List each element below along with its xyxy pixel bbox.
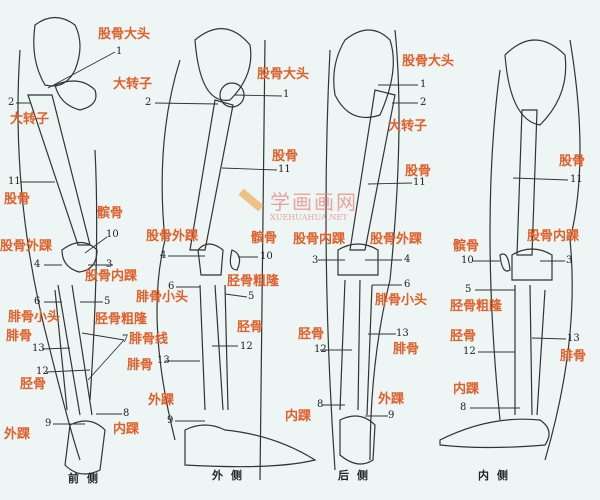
label-fibula: 腓骨 (6, 329, 33, 344)
label-tibia: 胫骨 (450, 329, 477, 344)
number-marker: 9 (45, 418, 52, 429)
number-marker: 13 (567, 333, 580, 344)
label-lateral-condyle: 股骨外踝 (0, 239, 53, 254)
label-fibular-line: 腓骨线 (129, 332, 169, 347)
leader-lines (16, 51, 569, 425)
lateral-view-drawing (156, 28, 317, 481)
number-marker: 1 (283, 89, 290, 100)
label-greater-trochanter: 大转子 (113, 77, 153, 92)
number-marker: 11 (570, 174, 583, 185)
number-marker: 5 (465, 284, 472, 295)
label-tibial-tuberosity: 胫骨粗隆 (450, 299, 503, 314)
number-marker: 8 (317, 399, 324, 410)
label-femur: 股骨 (4, 192, 31, 207)
number-marker: 13 (396, 328, 409, 339)
number-marker: 6 (34, 296, 41, 307)
watermark-subtext: XUEHUAHUA.NET (270, 213, 348, 222)
label-femoral-head: 股骨大头 (98, 27, 151, 42)
caption-posterior: 后侧 (338, 469, 376, 482)
label-tibial-tuberosity: 胫骨粗隆 (95, 312, 148, 327)
number-marker: 4 (404, 254, 411, 265)
number-marker: 5 (104, 296, 111, 307)
label-fibula: 腓骨 (560, 349, 587, 364)
label-medial-malleolus: 内踝 (113, 422, 140, 437)
label-femur: 股骨 (405, 164, 432, 179)
front-view-drawing (17, 16, 106, 475)
posterior-view-drawing (325, 29, 400, 471)
label-fibula: 腓骨 (393, 342, 420, 357)
label-lateral-condyle: 股骨外踝 (146, 229, 199, 244)
pencil-logo-icon (238, 188, 264, 212)
caption-lateral: 外侧 (212, 469, 250, 482)
number-marker: 2 (145, 97, 152, 108)
number-marker: 11 (278, 164, 291, 175)
label-lateral-malleolus: 外踝 (378, 392, 405, 407)
label-lateral-malleolus: 外踝 (148, 393, 175, 408)
number-marker: 12 (240, 341, 253, 352)
number-marker: 10 (106, 229, 119, 240)
number-marker: 3 (312, 255, 319, 266)
number-marker: 6 (404, 279, 411, 290)
number-marker: 12 (463, 346, 476, 357)
label-femur: 股骨 (559, 154, 586, 169)
label-tibia: 胫骨 (20, 377, 47, 392)
number-marker: 4 (160, 250, 167, 261)
number-marker: 11 (8, 176, 21, 187)
label-patella: 髌骨 (453, 239, 480, 254)
label-fibular-head: 腓骨小头 (136, 290, 189, 305)
number-marker: 3 (566, 255, 573, 266)
number-marker: 12 (36, 366, 49, 377)
number-marker: 11 (413, 177, 426, 188)
label-greater-trochanter: 大转子 (10, 112, 50, 127)
label-tibial-tuberosity: 胫骨粗隆 (227, 274, 280, 289)
caption-front: 前侧 (68, 472, 106, 485)
number-marker: 4 (34, 259, 41, 270)
number-marker: 3 (106, 259, 113, 270)
label-medial-condyle: 股骨内踝 (527, 229, 580, 244)
number-marker: 2 (8, 97, 15, 108)
caption-medial: 内侧 (478, 469, 516, 482)
number-marker: 9 (167, 415, 174, 426)
label-fibular-head: 腓骨小头 (375, 293, 428, 308)
label-medial-condyle: 股骨内踝 (85, 269, 138, 284)
number-marker: 8 (123, 408, 130, 419)
number-marker: 6 (168, 281, 175, 292)
label-femoral-head: 股骨大头 (257, 67, 310, 82)
label-fibula: 腓骨 (127, 358, 154, 373)
label-medial-malleolus: 内踝 (453, 382, 480, 397)
label-lateral-condyle: 股骨外踝 (370, 232, 423, 247)
label-lateral-malleolus: 外踝 (4, 427, 31, 442)
number-marker: 1 (116, 46, 123, 57)
number-marker: 12 (314, 344, 327, 355)
label-tibia: 胫骨 (298, 327, 325, 342)
number-marker: 9 (388, 410, 395, 421)
number-marker: 10 (461, 255, 474, 266)
number-marker: 7 (122, 334, 129, 345)
label-medial-malleolus: 内踝 (285, 409, 312, 424)
number-marker: 2 (420, 97, 427, 108)
label-femur: 股骨 (272, 149, 299, 164)
number-marker: 13 (32, 343, 45, 354)
number-marker: 13 (157, 355, 170, 366)
label-femoral-head: 股骨大头 (402, 54, 455, 69)
label-patella: 髌骨 (97, 206, 124, 221)
label-medial-condyle: 股骨内踝 (293, 232, 346, 247)
label-greater-trochanter: 大转子 (388, 119, 428, 134)
medial-view-drawing (439, 39, 581, 461)
number-marker: 8 (460, 402, 467, 413)
watermark: 学画画网 XUEHUAHUA.NET (238, 186, 358, 222)
number-marker: 1 (420, 79, 427, 90)
watermark-text: 学画画网 (270, 190, 358, 214)
label-tibia: 胫骨 (237, 320, 264, 335)
number-marker: 5 (248, 291, 255, 302)
label-fibular-head: 腓骨小头 (8, 310, 61, 325)
number-marker: 10 (260, 251, 273, 262)
label-patella: 髌骨 (251, 231, 278, 246)
